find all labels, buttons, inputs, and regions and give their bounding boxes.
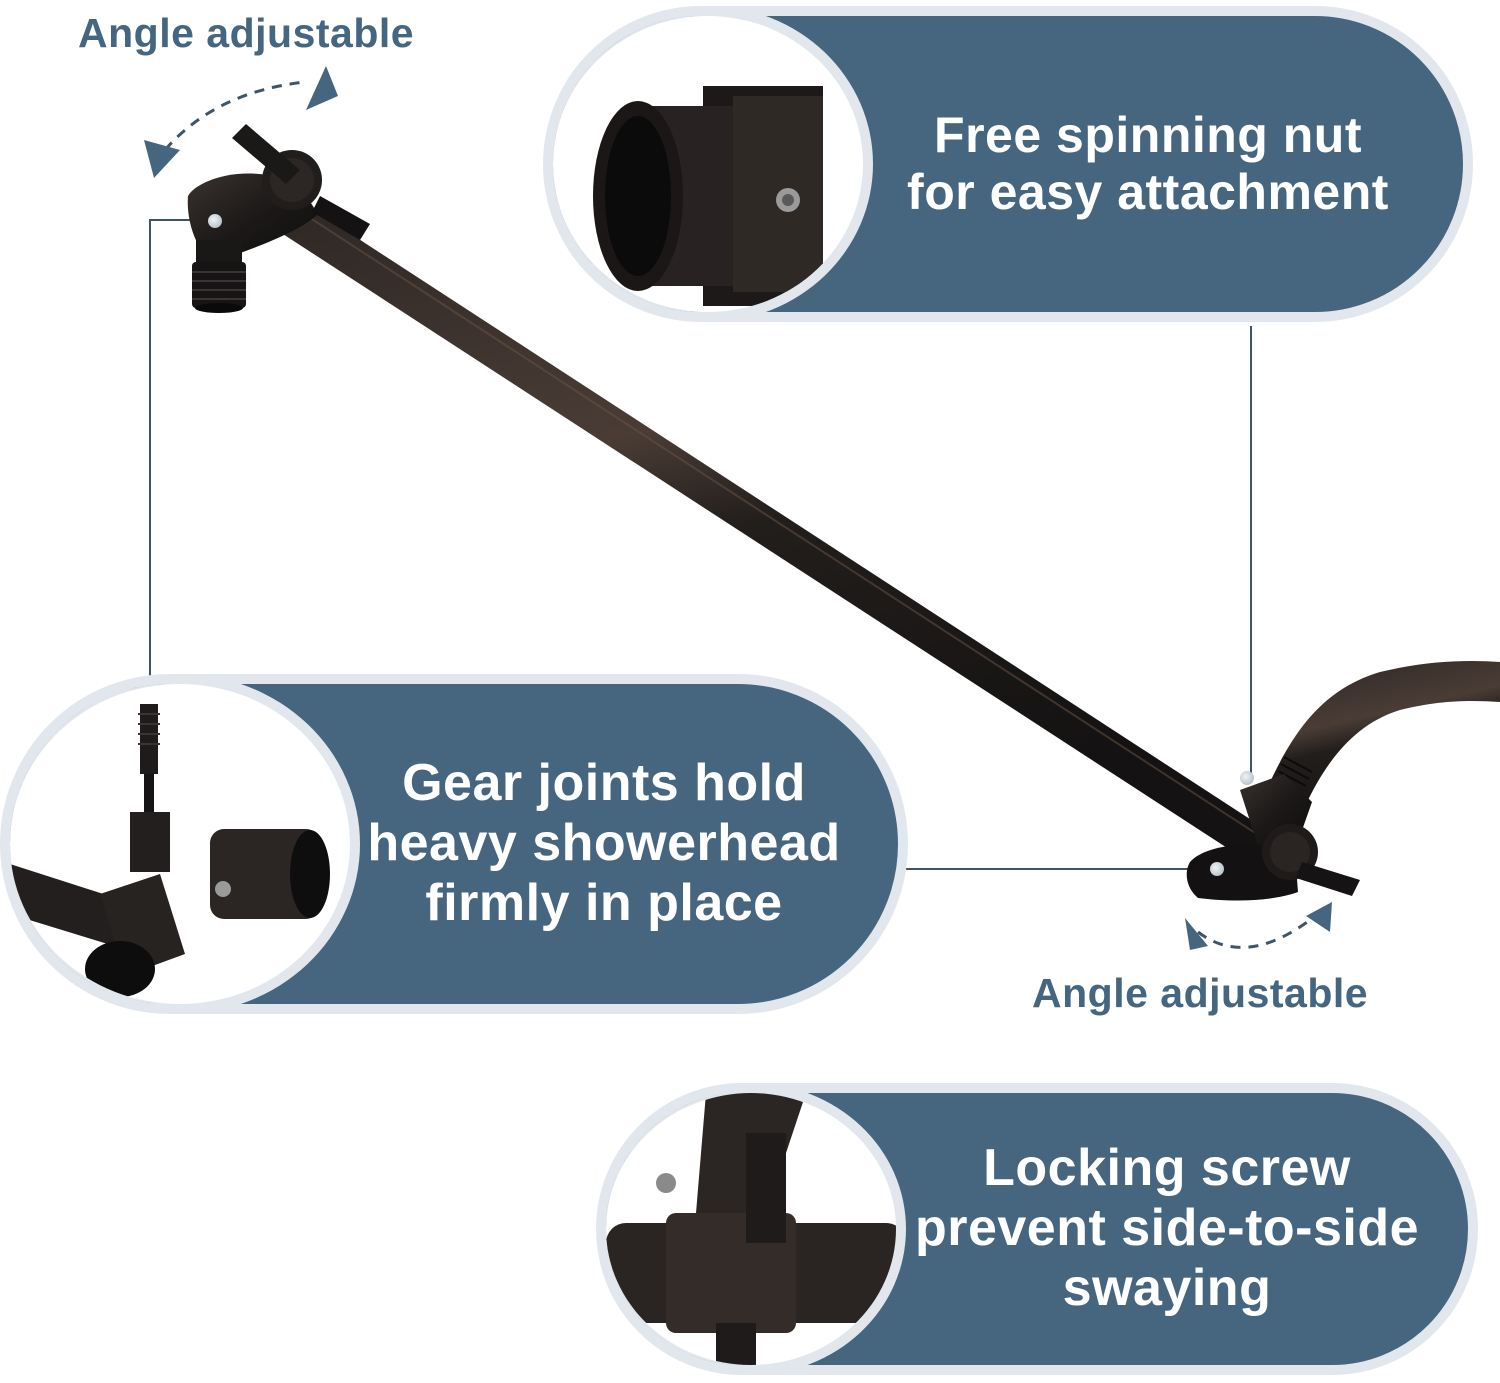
callout-line: Locking screw bbox=[983, 1139, 1351, 1198]
top-joint bbox=[187, 124, 370, 313]
gear-joint-icon bbox=[10, 704, 330, 997]
angle-adjustable-label-bottom: Angle adjustable bbox=[1032, 970, 1369, 1016]
extension-bar bbox=[246, 176, 1276, 868]
callout-line: heavy showerhead bbox=[367, 814, 841, 873]
angle-arrow-bottom bbox=[1185, 902, 1332, 950]
callout-line: firmly in place bbox=[425, 873, 783, 932]
callout-dot bbox=[1240, 771, 1254, 785]
callout-text: Free spinning nut for easy attachment bbox=[873, 16, 1423, 312]
callout-line: Gear joints hold bbox=[402, 754, 806, 813]
callout-locking-screw: Locking screw prevent side-to-side swayi… bbox=[596, 1083, 1478, 1375]
callout-line: swaying bbox=[1062, 1258, 1272, 1317]
threaded-nut-icon bbox=[593, 86, 823, 306]
wall-pipe bbox=[1262, 661, 1500, 818]
callout-dot bbox=[1210, 862, 1224, 876]
gear-joint-closeup-photo bbox=[10, 684, 360, 1004]
callout-text: Locking screw prevent side-to-side swayi… bbox=[906, 1093, 1428, 1365]
bottom-joint bbox=[1186, 771, 1360, 901]
callout-line: Free spinning nut bbox=[934, 106, 1362, 163]
callout-line: for easy attachment bbox=[907, 164, 1389, 220]
callout-free-spinning-nut: Free spinning nut for easy attachment bbox=[543, 6, 1473, 322]
callout-gear-joints: Gear joints hold heavy showerhead firmly… bbox=[0, 674, 908, 1014]
locking-screw-icon bbox=[606, 1093, 896, 1365]
nut-closeup-photo bbox=[553, 16, 873, 312]
locking-screw-closeup-photo bbox=[606, 1093, 906, 1365]
callout-dot bbox=[208, 214, 222, 228]
callout-line: prevent side-to-side bbox=[914, 1199, 1420, 1258]
angle-arrow-top bbox=[144, 66, 338, 178]
callout-text: Gear joints hold heavy showerhead firmly… bbox=[350, 684, 858, 1004]
angle-adjustable-label-top: Angle adjustable bbox=[78, 10, 415, 56]
